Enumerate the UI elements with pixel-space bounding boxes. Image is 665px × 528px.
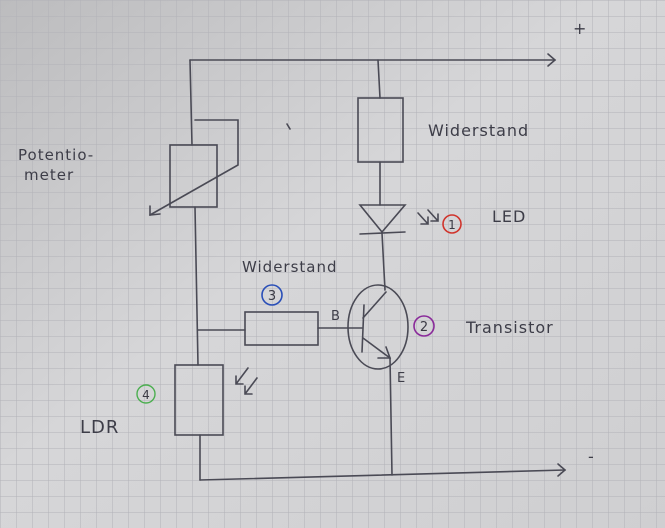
transistor-base-bar bbox=[361, 304, 365, 353]
potentiometer-label-line1: Potentio- bbox=[18, 146, 94, 164]
potentiometer-wiper bbox=[149, 119, 239, 216]
svg-text:4: 4 bbox=[142, 388, 150, 402]
ldr-label: LDR bbox=[80, 417, 119, 438]
base-resistor-label: Widerstand bbox=[242, 258, 338, 276]
plus-label: + bbox=[573, 19, 587, 38]
minus-label: - bbox=[588, 447, 595, 466]
positive-rail-arrow bbox=[547, 53, 557, 67]
collector-wire bbox=[381, 232, 386, 291]
transistor-emitter-lead bbox=[362, 337, 391, 359]
emitter-wire bbox=[389, 357, 393, 476]
left-branch-wire-mid bbox=[194, 206, 199, 366]
potentiometer-wiper-arrow bbox=[149, 205, 161, 216]
right-branch-wire-top bbox=[377, 59, 381, 99]
transistor-collector-lead bbox=[362, 291, 387, 319]
svg-text:1: 1 bbox=[448, 218, 456, 232]
marker-3: 3 bbox=[261, 284, 283, 306]
transistor-label: Transistor bbox=[465, 318, 554, 337]
negative-rail bbox=[199, 469, 566, 481]
resistor-top-label: Widerstand bbox=[428, 121, 529, 140]
transistor-circle bbox=[347, 284, 409, 370]
base-pin-label: B bbox=[331, 309, 341, 324]
potentiometer-label-line2: meter bbox=[24, 166, 74, 184]
ldr-light-arrows bbox=[235, 367, 258, 395]
emitter-pin-label: E bbox=[397, 371, 406, 386]
svg-text:3: 3 bbox=[268, 289, 276, 304]
negative-rail-arrow bbox=[557, 463, 567, 477]
left-branch-wire-top bbox=[189, 59, 193, 146]
led-label: LED bbox=[492, 207, 526, 226]
stray-mark bbox=[286, 123, 291, 130]
svg-text:2: 2 bbox=[420, 320, 428, 335]
marker-1: 1 bbox=[442, 214, 462, 234]
marker-2: 2 bbox=[413, 315, 435, 337]
ldr-body bbox=[174, 364, 224, 436]
marker-4: 4 bbox=[136, 384, 156, 404]
led-light-arrows bbox=[417, 209, 439, 225]
potentiometer-body bbox=[169, 144, 218, 208]
